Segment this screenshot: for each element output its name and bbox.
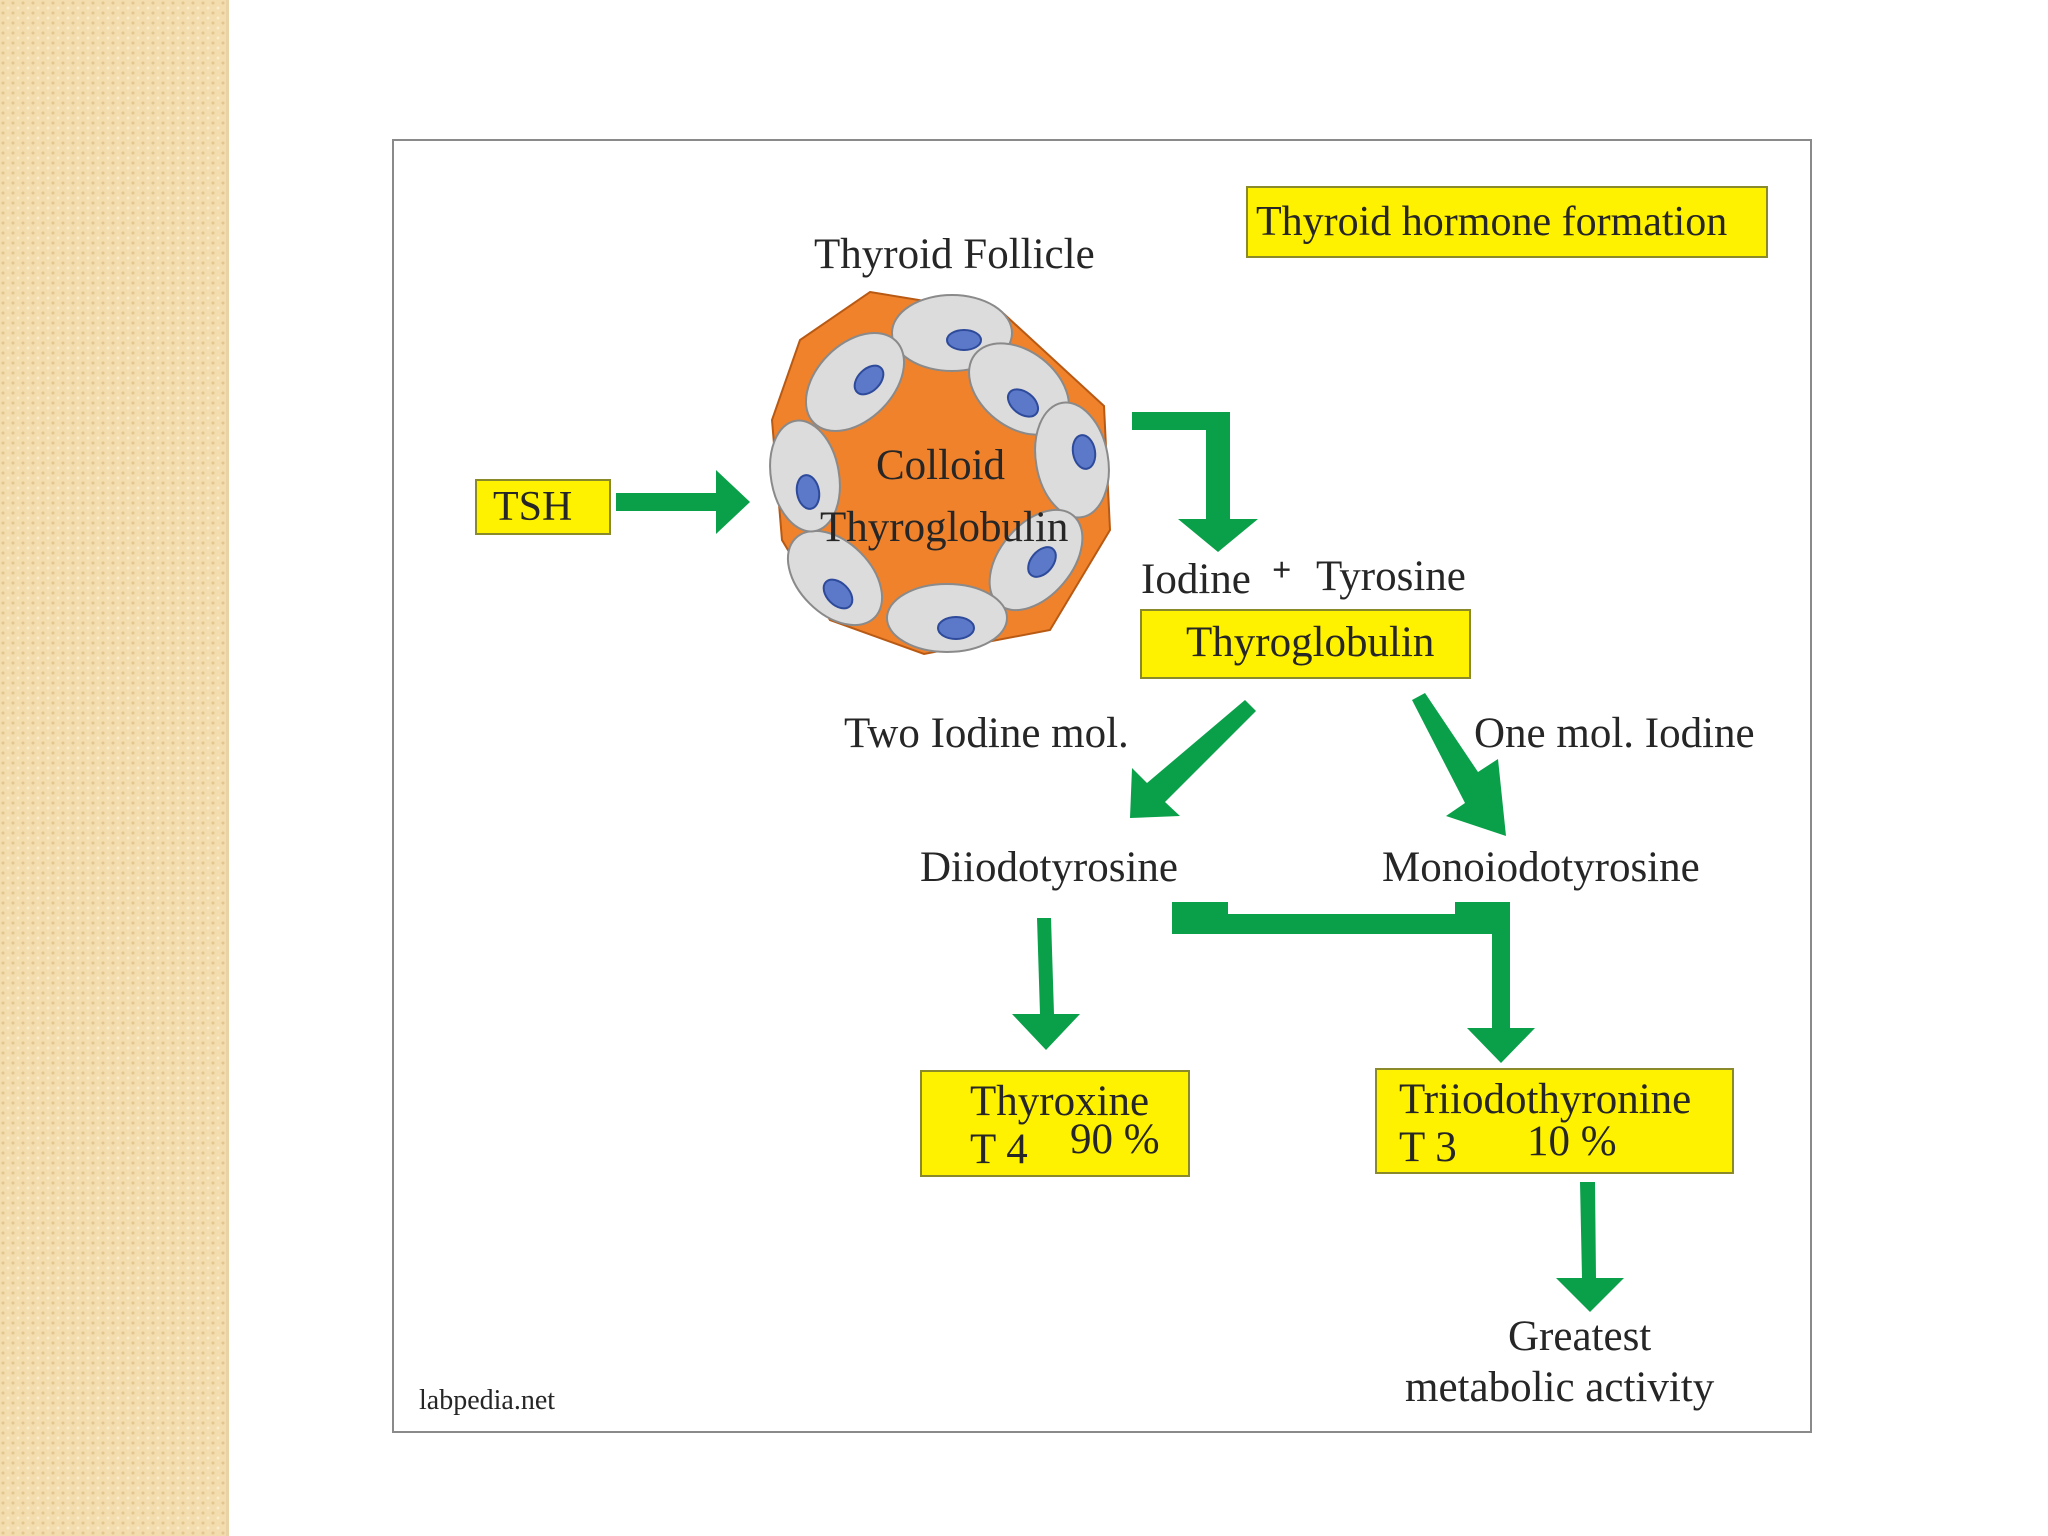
iodine-label: Iodine [1141,556,1251,603]
two-iodine-label: Two Iodine mol. [844,710,1129,757]
triiodothyronine-code: T 3 [1399,1124,1457,1171]
thyroxine-box: Thyroxine T 4 90 % [920,1070,1190,1177]
side-strip-edge [226,0,229,1536]
colloid-thyroglobulin-label: Thyroglobulin [820,504,1069,551]
thyroxine-code: T 4 [970,1126,1028,1173]
outcome-label-line1: Greatest [1508,1313,1652,1360]
tyrosine-label: Tyrosine [1316,553,1466,600]
follicle-cell [786,529,884,627]
thyroglobulin-box: Thyroglobulin [1140,609,1471,679]
outcome-label-line2: metabolic activity [1405,1364,1715,1411]
tsh-to-follicle-arrow [616,470,750,534]
thyroglobulin-to-diiodotyrosine-arrow [1130,700,1256,818]
follicle-cell [769,419,841,533]
diagram-frame [392,139,1812,1433]
decorative-side-strip [0,0,228,1536]
follicle-to-iodine-arrow [1132,412,1258,552]
follicle-cell [804,331,906,433]
follicle-cell [886,583,1008,653]
thyroglobulin-to-monoiodotyrosine-arrow [1412,693,1506,836]
diagram-title: Thyroid hormone formation [1246,186,1768,258]
source-credit: labpedia.net [419,1385,556,1416]
monoiodotyrosine-label: Monoiodotyrosine [1382,844,1700,891]
combination-to-triiodothyronine-arrow [1172,902,1535,1063]
follicle-cell [968,342,1070,436]
follicle-cells [769,294,1110,653]
one-iodine-label: One mol. Iodine [1474,710,1755,757]
plus-sign: + [1272,552,1292,589]
tsh-box: TSH [475,479,611,535]
diiodotyrosine-to-thyroxine-arrow [1012,918,1080,1050]
diiodotyrosine-label: Diiodotyrosine [920,844,1178,891]
triiodothyronine-box: Triiodothyronine T 3 10 % [1375,1068,1734,1174]
triiodothyronine-name: Triiodothyronine [1399,1076,1692,1123]
follicle-cell [1034,401,1110,519]
triiodothyronine-to-activity-arrow [1556,1182,1624,1312]
thyroxine-percent: 90 % [1070,1116,1160,1163]
thyroxine-name: Thyroxine [970,1078,1150,1125]
colloid-label: Colloid [876,442,1006,489]
thyroid-follicle [769,290,1112,656]
triiodothyronine-percent: 10 % [1527,1118,1617,1165]
follicle-label: Thyroid Follicle [814,231,1095,278]
